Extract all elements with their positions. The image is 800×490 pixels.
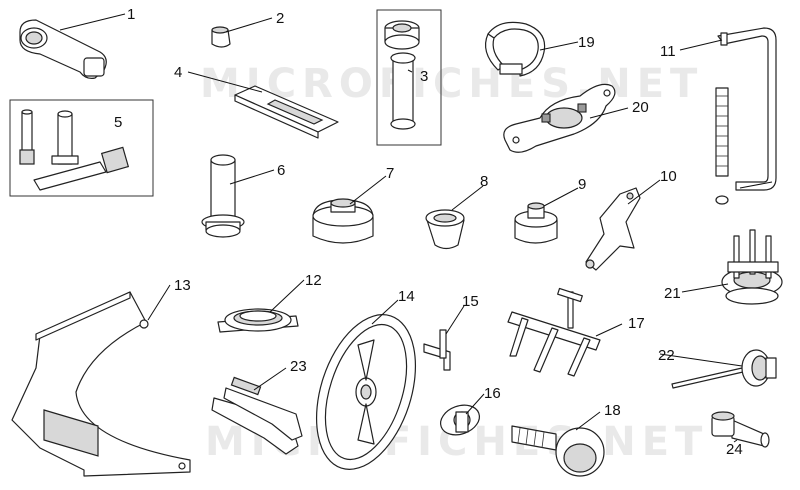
part-1-spanner — [19, 19, 107, 79]
callout-2: 2 — [276, 10, 284, 27]
callout-6: 6 — [277, 162, 285, 179]
callout-15: 15 — [462, 293, 479, 310]
part-16-flange-disc — [440, 404, 480, 436]
part-14-degree-wheel — [315, 314, 417, 470]
callout-18: 18 — [604, 402, 621, 419]
part-22-rod-tool — [671, 349, 777, 389]
callout-20: 20 — [632, 99, 649, 116]
callout-19: 19 — [578, 34, 595, 51]
callout-3: 3 — [420, 68, 428, 85]
callout-9: 9 — [578, 176, 586, 193]
callout-23: 23 — [290, 358, 307, 375]
part-18-knurled-puller — [511, 425, 605, 477]
part-2-plug — [211, 26, 231, 48]
part-6-flanged-pin — [201, 154, 245, 238]
callout-16: 16 — [484, 385, 501, 402]
part-21-cage-fixture — [721, 229, 783, 305]
callout-11: 11 — [660, 43, 676, 60]
leader-lines — [59, 13, 743, 443]
callout-1: 1 — [127, 6, 135, 23]
part-19-band-clamp — [485, 21, 546, 77]
callout-24: 24 — [726, 441, 743, 458]
callout-22: 22 — [658, 347, 675, 364]
callout-14: 14 — [398, 288, 415, 305]
part-13-frame-plate — [11, 291, 191, 477]
part-11-c-clamp — [715, 27, 777, 205]
part-15-l-bracket — [423, 329, 451, 371]
part-7-dome-socket — [312, 198, 374, 244]
callout-12: 12 — [305, 272, 322, 289]
part-12-flanged-ring — [217, 308, 299, 333]
part-4-forked-plate — [234, 85, 339, 139]
callout-7: 7 — [386, 165, 394, 182]
part-5-pin-set — [9, 99, 154, 197]
callout-10: 10 — [660, 168, 677, 185]
part-10-bracket-arm — [585, 187, 641, 271]
part-9-small-socket — [514, 202, 558, 244]
callout-4: 4 — [174, 64, 182, 81]
callout-13: 13 — [174, 277, 191, 294]
callout-labels: 1 2 3 4 5 6 7 8 9 10 11 12 13 14 15 16 1… — [114, 6, 743, 458]
part-8-cup — [425, 209, 465, 250]
callout-5: 5 — [114, 114, 122, 131]
part-23-fork-lever — [211, 376, 303, 455]
part-20-holding-wrench — [503, 83, 616, 153]
part-3-cylinder-tool — [376, 9, 442, 146]
callout-8: 8 — [480, 173, 488, 190]
part-17-pin-puller — [507, 287, 601, 377]
callout-17: 17 — [628, 315, 645, 332]
part-24-stepped-pin — [711, 411, 770, 448]
callout-21: 21 — [664, 285, 681, 302]
